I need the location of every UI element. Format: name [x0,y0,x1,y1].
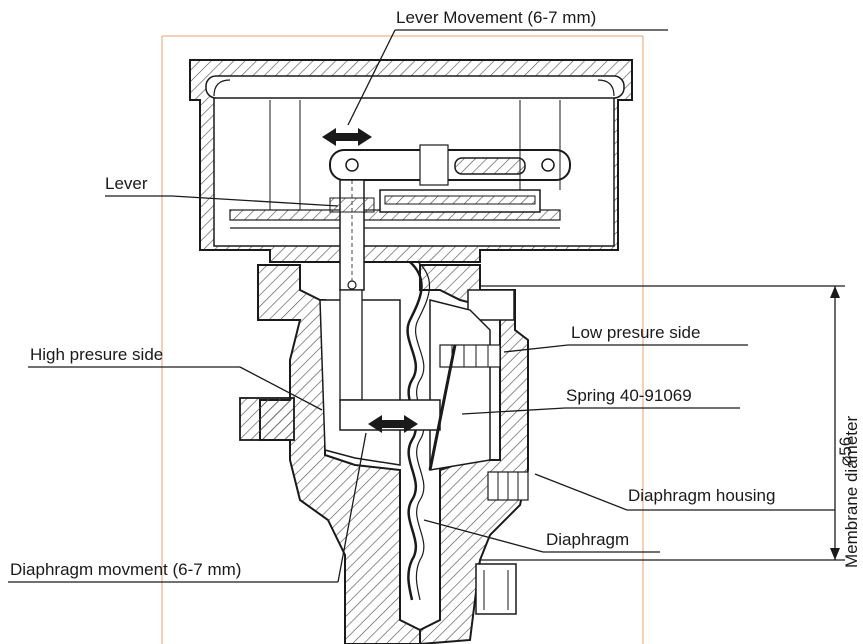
membrane-diameter-label: Membrane diameter [842,415,861,568]
lever-movement-label: Lever Movement (6-7 mm) [396,8,597,27]
dimension-arrowheads [830,286,840,560]
lower-body [239,261,529,644]
spring-label: Spring 40-91069 [566,386,692,405]
diaphragm-movement-label: Diaphragm movment (6-7 mm) [10,560,242,579]
diaphragm-housing-label: Diaphragm housing [628,486,776,505]
lever-motion-arrow [322,128,372,146]
diaphragm-label: Diaphragm [546,530,630,549]
leader-lines [8,29,845,583]
diaphragm-motion-arrow [368,415,418,433]
low-pressure-side-label: Low presure side [571,323,701,342]
top-housing [189,59,633,263]
frame-lines [161,35,644,644]
lever-label: Lever [105,174,148,193]
high-pressure-side-label: High presure side [30,345,164,364]
lever-stem [329,179,375,291]
